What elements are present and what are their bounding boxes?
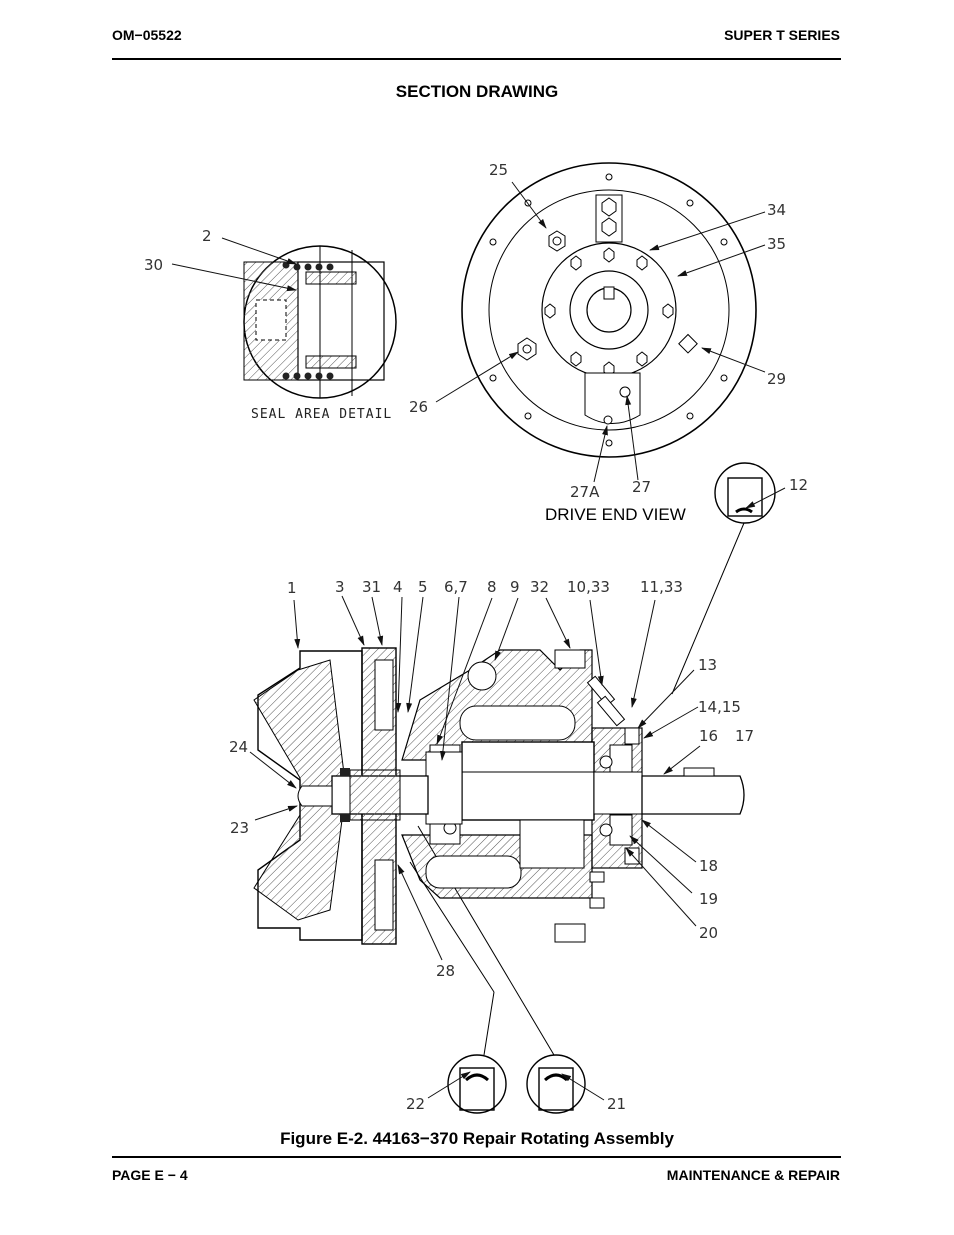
drive-end-view — [461, 162, 757, 458]
callout-14-15: 14,15 — [698, 698, 741, 716]
callout-2: 2 — [202, 227, 212, 245]
callout-19: 19 — [699, 890, 718, 908]
callout-27: 27 — [632, 478, 651, 496]
figure-caption: Figure E-2. 44163−370 Repair Rotating As… — [280, 1129, 674, 1148]
footer-rule — [112, 1156, 841, 1158]
callout-4: 4 — [393, 578, 403, 596]
callout-9: 9 — [510, 578, 520, 596]
seal-area-detail — [243, 245, 397, 399]
callout-32: 32 — [530, 578, 549, 596]
drive-end-label: DRIVE END VIEW — [545, 505, 686, 524]
callout-23: 23 — [230, 819, 249, 837]
callout-11-33: 11,33 — [640, 578, 683, 596]
callout-34: 34 — [767, 201, 786, 219]
callout-25: 25 — [489, 161, 508, 179]
callout-16: 16 — [699, 727, 718, 745]
callout-18: 18 — [699, 857, 718, 875]
callout-30: 30 — [144, 256, 163, 274]
callout-26: 26 — [409, 398, 428, 416]
main-section-view — [253, 647, 745, 945]
callout-27a: 27A — [570, 483, 600, 501]
callout-31: 31 — [362, 578, 381, 596]
callout-6-7: 6,7 — [444, 578, 468, 596]
callout-1: 1 — [287, 579, 297, 597]
page-number: PAGE E − 4 — [112, 1167, 188, 1183]
callout-labels: 1 2 3 31 4 5 6,7 8 9 32 10,33 11,33 12 1… — [144, 161, 808, 1113]
callout-28: 28 — [436, 962, 455, 980]
callout-8: 8 — [487, 578, 497, 596]
callout-21: 21 — [607, 1095, 626, 1113]
section-name: MAINTENANCE & REPAIR — [666, 1167, 840, 1183]
seal-detail-label: SEAL AREA DETAIL — [251, 407, 392, 422]
doc-number: OM−05522 — [112, 27, 182, 43]
callout-29: 29 — [767, 370, 786, 388]
callout-35: 35 — [767, 235, 786, 253]
callout-22: 22 — [406, 1095, 425, 1113]
callout-3: 3 — [335, 578, 345, 596]
callout-17: 17 — [735, 727, 754, 745]
callout-5: 5 — [418, 578, 428, 596]
detail-bubble-22 — [409, 861, 507, 1114]
callout-12: 12 — [789, 476, 808, 494]
section-title: SECTION DRAWING — [395, 82, 559, 101]
header-rule — [112, 58, 841, 60]
callout-24: 24 — [229, 738, 248, 756]
callout-10-33: 10,33 — [567, 578, 610, 596]
callout-20: 20 — [699, 924, 718, 942]
series-name: SUPER T SERIES — [724, 27, 840, 43]
leader-lines — [171, 181, 786, 1101]
detail-bubble-12 — [671, 462, 776, 695]
callout-13: 13 — [698, 656, 717, 674]
